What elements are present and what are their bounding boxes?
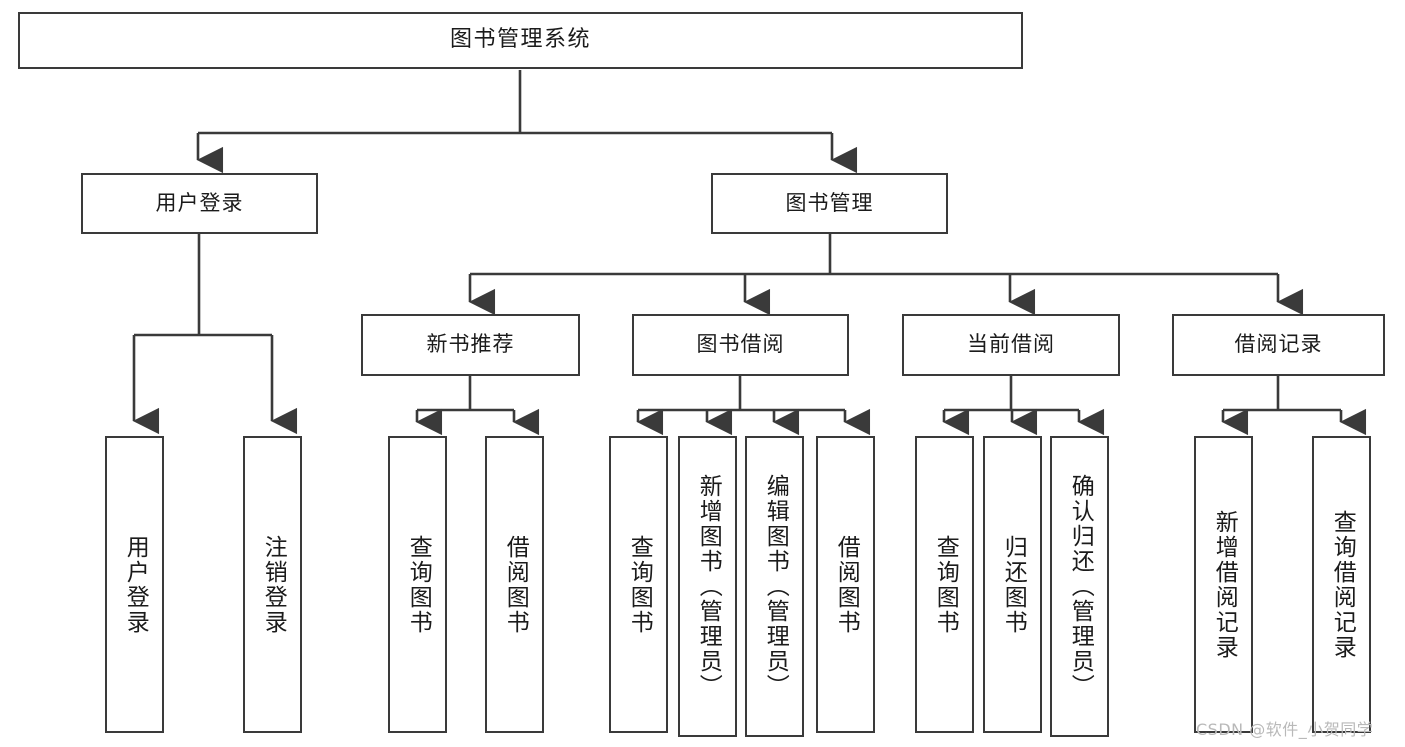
node-label: 归还图书 bbox=[1000, 534, 1027, 635]
leaf-add-borrow-record[interactable]: 新增借阅记录 bbox=[1194, 436, 1253, 733]
leaf-query-book-current[interactable]: 查询图书 bbox=[915, 436, 974, 733]
node-label: 确认归还（管理员） bbox=[1067, 474, 1094, 699]
node-user-login[interactable]: 用户登录 bbox=[81, 173, 318, 234]
node-label: 借阅图书 bbox=[502, 534, 529, 635]
node-label: 新增借阅记录 bbox=[1211, 509, 1238, 660]
csdn-watermark: CSDN @软件_小贺同学 bbox=[1196, 720, 1374, 739]
node-label: 借阅图书 bbox=[833, 534, 860, 635]
node-label: 查询图书 bbox=[405, 534, 432, 635]
node-label: 图书借阅 bbox=[696, 332, 785, 357]
node-root-system[interactable]: 图书管理系统 bbox=[18, 12, 1023, 69]
node-label: 新增图书（管理员） bbox=[695, 474, 722, 699]
leaf-query-book-borrow[interactable]: 查询图书 bbox=[609, 436, 668, 733]
node-label: 用户登录 bbox=[122, 534, 149, 635]
leaf-add-book[interactable]: 新增图书（管理员） bbox=[678, 436, 737, 737]
node-label: 图书管理 bbox=[785, 190, 874, 215]
node-label: 借阅记录 bbox=[1234, 332, 1323, 357]
node-label: 查询图书 bbox=[932, 534, 959, 635]
leaf-borrow-book-borrow[interactable]: 借阅图书 bbox=[816, 436, 875, 733]
node-book-borrow[interactable]: 图书借阅 bbox=[632, 314, 849, 376]
node-label: 新书推荐 bbox=[426, 332, 515, 357]
leaf-edit-book[interactable]: 编辑图书（管理员） bbox=[745, 436, 804, 737]
node-book-management[interactable]: 图书管理 bbox=[711, 173, 948, 234]
node-current-borrow[interactable]: 当前借阅 bbox=[902, 314, 1120, 376]
node-label: 查询借阅记录 bbox=[1329, 509, 1356, 660]
node-label: 查询图书 bbox=[626, 534, 653, 635]
node-label: 图书管理系统 bbox=[449, 27, 591, 53]
leaf-user-login[interactable]: 用户登录 bbox=[105, 436, 164, 733]
node-borrow-record[interactable]: 借阅记录 bbox=[1172, 314, 1385, 376]
node-label: 注销登录 bbox=[260, 534, 287, 635]
leaf-query-borrow-record[interactable]: 查询借阅记录 bbox=[1312, 436, 1371, 733]
node-label: 编辑图书（管理员） bbox=[762, 474, 789, 699]
node-label: 用户登录 bbox=[155, 190, 244, 215]
node-new-book-recommend[interactable]: 新书推荐 bbox=[361, 314, 580, 376]
leaf-query-book-recommend[interactable]: 查询图书 bbox=[388, 436, 447, 733]
node-label: 当前借阅 bbox=[967, 332, 1055, 357]
leaf-user-logout[interactable]: 注销登录 bbox=[243, 436, 302, 733]
leaf-return-book[interactable]: 归还图书 bbox=[983, 436, 1042, 733]
leaf-confirm-return[interactable]: 确认归还（管理员） bbox=[1050, 436, 1109, 737]
leaf-borrow-book-recommend[interactable]: 借阅图书 bbox=[485, 436, 544, 733]
